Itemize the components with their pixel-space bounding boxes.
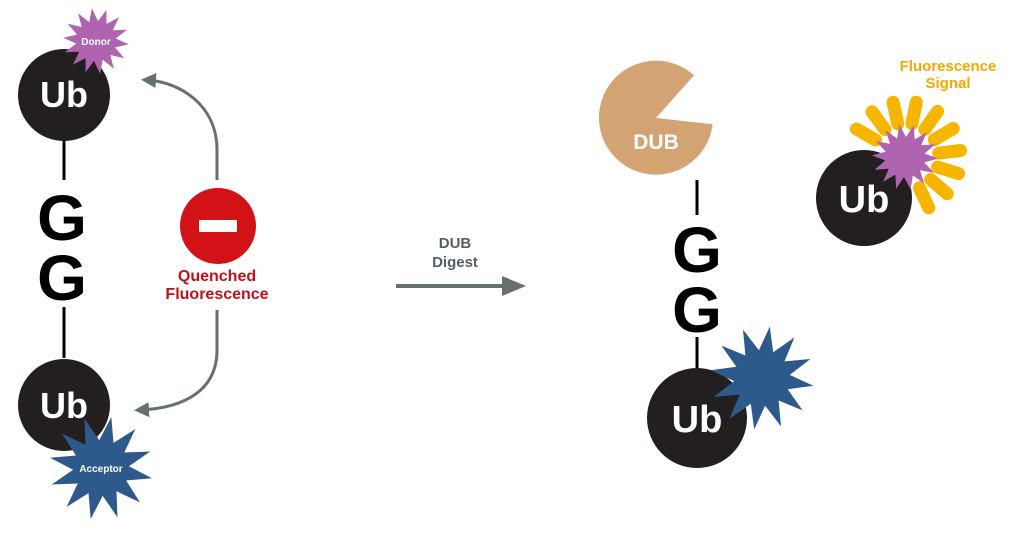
donor-starburst xyxy=(63,8,129,74)
ubiquitin-free-label: Ub xyxy=(839,179,890,221)
ubiquitin-top-label: Ub xyxy=(40,74,88,115)
fluorescence-ray xyxy=(850,122,883,147)
digest-step: DUB Digest xyxy=(396,235,526,296)
curved-arrow-down xyxy=(134,310,219,418)
fluorescence-ray xyxy=(927,122,960,147)
fluorescence-ray xyxy=(918,104,945,136)
fluorescence-ray xyxy=(924,172,954,201)
dub-enzyme-label: DUB xyxy=(633,131,679,154)
quenched-label-line2: Fluorescence xyxy=(165,286,268,303)
donor-label: Donor xyxy=(81,37,111,48)
right-products: DUB G G Ub Ub Fluorescence Signal xyxy=(598,58,997,468)
ubiquitin-bottom-label: Ub xyxy=(40,385,88,426)
glycine-top-right: G xyxy=(672,214,722,286)
ubiquitin-acceptor-label: Ub xyxy=(672,399,723,441)
signal-label-line1: Fluorescence xyxy=(900,58,997,75)
step-arrowhead xyxy=(502,276,526,296)
glycine-top-left: G xyxy=(37,182,87,254)
fluorescence-ray xyxy=(931,160,965,181)
acceptor-starburst xyxy=(50,417,152,519)
fluorescence-ray xyxy=(865,105,892,136)
fluorescence-ray xyxy=(932,144,968,160)
left-complex: Ub Donor G G Ub Acceptor Quenched Fluore… xyxy=(18,8,269,519)
donor-starburst-right xyxy=(872,124,938,190)
dub-enzyme-shape xyxy=(598,60,713,175)
no-entry-icon xyxy=(180,188,256,264)
glycine-bottom-right: G xyxy=(672,274,722,346)
step-label-line2: Digest xyxy=(432,254,478,271)
ubiquitin-top-circle xyxy=(18,49,110,141)
signal-label-line2: Signal xyxy=(925,75,970,92)
quenched-label-line1: Quenched xyxy=(178,268,256,285)
fluorescence-ray xyxy=(905,95,923,131)
acceptor-starburst-right xyxy=(710,326,814,430)
glycine-bottom-left: G xyxy=(37,242,87,314)
fluorescence-ray xyxy=(886,95,905,131)
fluorescence-ray xyxy=(912,181,936,215)
fluorescence-rays xyxy=(850,95,968,215)
curved-arrow-up xyxy=(141,73,219,180)
step-label-line1: DUB xyxy=(439,235,472,252)
acceptor-label: Acceptor xyxy=(79,464,122,475)
